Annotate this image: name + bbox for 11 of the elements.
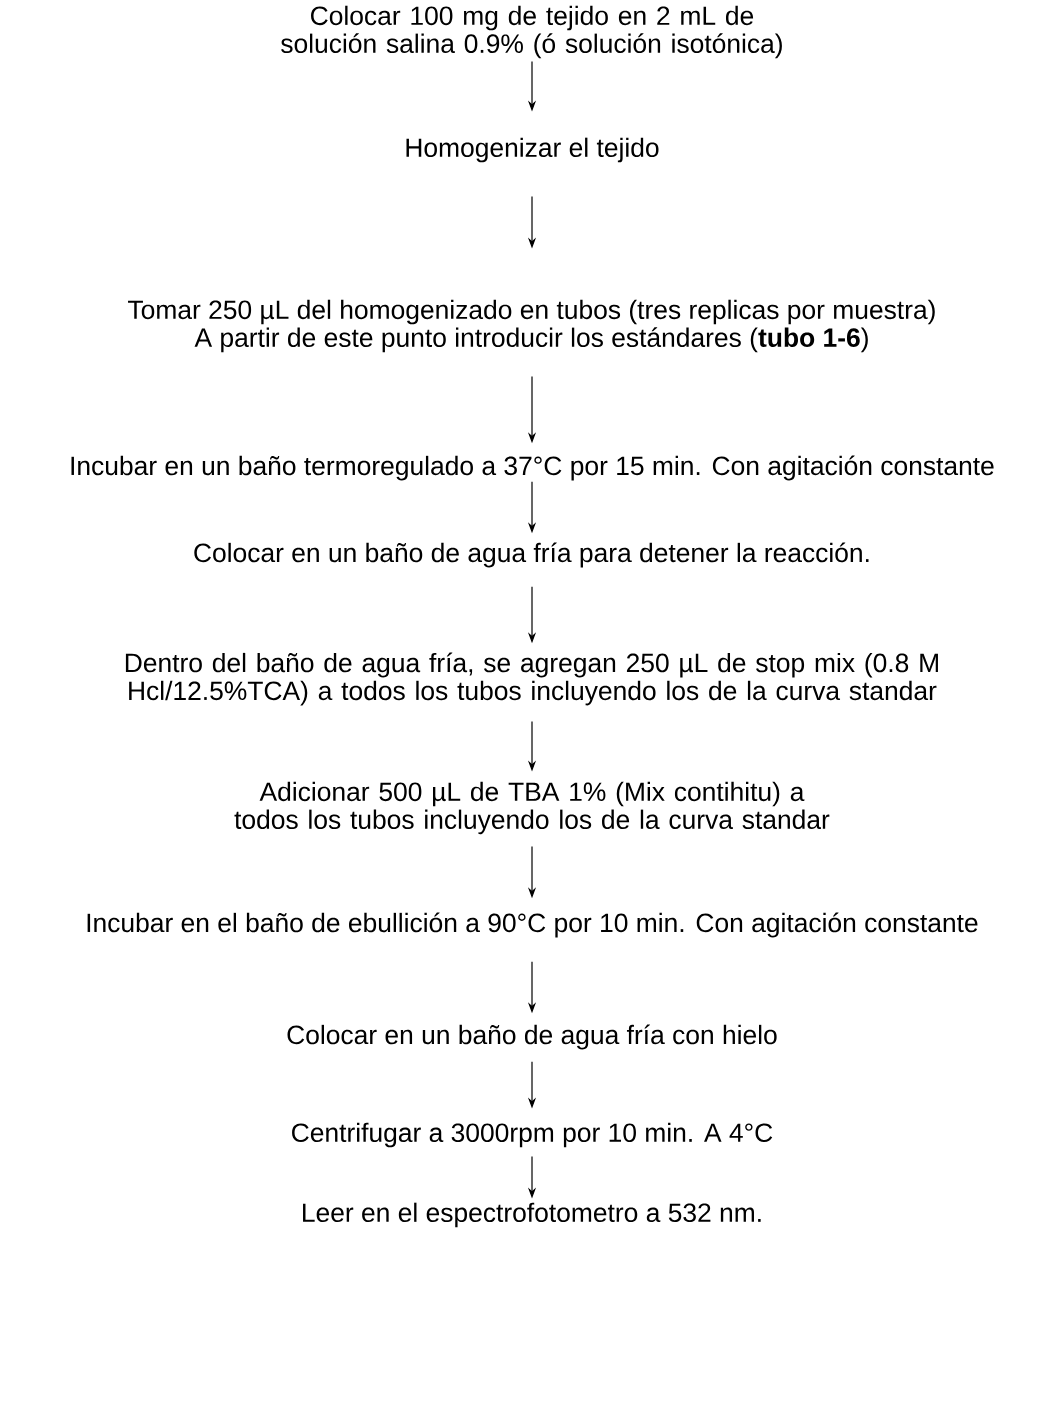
step-text: Leer en el espectrofotometro a 532 nm.	[303, 1202, 761, 1228]
step-text: Incubar en el baño de ebullición a 90°C por 10 min. Con agitación constante	[87, 912, 978, 938]
step-text: Dentro del baño de agua fría, se agregan 250 µL de stop mix (0.8 M Hcl/12.5%TCA) a todos los tubos incluyendo los de la curva standar	[125, 652, 938, 706]
step-text: Colocar en un baño de agua fría para detener la reacción.	[194, 542, 869, 568]
step-text: Incubar en un baño termoregulado a 37°C por 15 min. Con agitación constante	[71, 455, 994, 481]
step-text: Tomar 250 µL del homogenizado en tubos (tres replicas por muestra) A partir de este punto introducir los estándares (tubo 1-6)	[128, 299, 935, 353]
step-text: Colocar 100 mg de tejido en 2 mL de solución salina 0.9% (ó solución isotónica)	[281, 5, 782, 59]
step-text: Colocar en un baño de agua fría con hielo	[287, 1024, 777, 1050]
step-text: Homogenizar el tejido	[406, 137, 659, 163]
step-text: Adicionar 500 µL de TBA 1% (Mix contihitu) a todos los tubos incluyendo los de la curva standar	[234, 781, 830, 835]
step-text: Centrifugar a 3000rpm por 10 min. A 4°C	[292, 1122, 773, 1148]
